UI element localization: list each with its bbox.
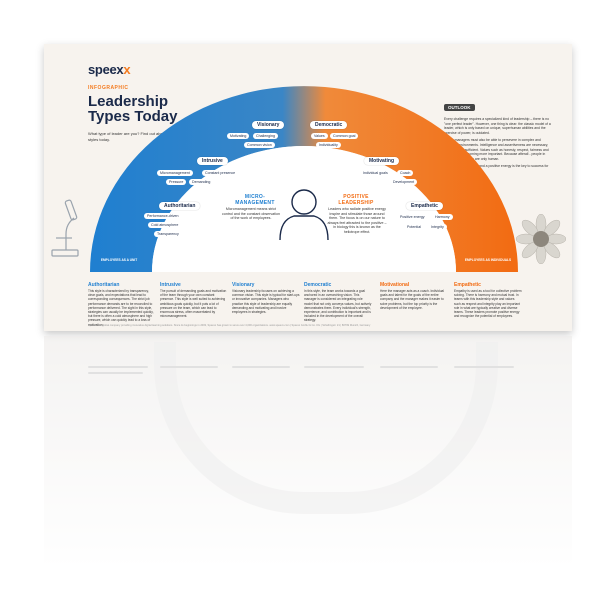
- chip-integrity: Integrity: [428, 224, 447, 230]
- type-label-intrusive: Intrusive: [197, 157, 228, 165]
- reflected-text-line: [454, 366, 514, 368]
- chip-performance-driven: Performance-driven: [144, 213, 182, 219]
- reflected-text-line: [380, 366, 438, 368]
- desc-title: Authoritarian: [88, 282, 120, 288]
- type-label-visionary: Visionary: [252, 121, 285, 129]
- reflected-text-line: [88, 366, 148, 368]
- reflected-text-line: [232, 366, 290, 368]
- micromanagement-title: MICRO-MANAGEMENT: [235, 194, 275, 206]
- speexx-logo: speexx: [88, 62, 131, 77]
- infographic-tag: INFOGRAPHIC: [88, 85, 129, 91]
- flower-illustration: [516, 214, 566, 264]
- type-label-empathetic: Empathetic: [406, 202, 443, 210]
- footer-text: Speexx is a global company providing inn…: [88, 324, 371, 327]
- chip-motivating: Motivating: [227, 133, 250, 139]
- microscope-illustration: [51, 199, 79, 257]
- inner-arc-white: [152, 146, 456, 272]
- desc-visionary: Visionary Visionary leadership focuses o…: [232, 282, 300, 314]
- chip-cold-atmosphere: Cold atmosphere: [148, 222, 182, 228]
- chip-development: Development: [390, 179, 418, 185]
- outlook-heading: OUTLOOK: [444, 104, 475, 111]
- desc-authoritarian: Authoritarian This style is characterize…: [88, 282, 156, 327]
- edge-label-right: EMPLOYEES AS INDIVIDUALS: [464, 258, 512, 262]
- type-label-motivating: Motivating: [364, 157, 399, 165]
- chip-individual-goals: Individual goals: [360, 170, 391, 176]
- chip-common-vision: Common vision: [244, 142, 275, 148]
- chip-harmony: Harmony: [432, 214, 453, 220]
- chip-micromanagement: Micromanagement: [157, 170, 193, 176]
- reflected-text-line: [304, 366, 364, 368]
- chip-individuality: Individuality: [316, 142, 341, 148]
- desc-title: Empathetic: [454, 282, 481, 288]
- chip-common-goal: Common goal: [330, 133, 359, 139]
- chip-pressure: Pressure: [166, 179, 187, 185]
- desc-intrusive: Intrusive The pursuit of demanding goals…: [160, 282, 228, 318]
- desc-text: Here the manager acts as a coach. Indivi…: [380, 289, 444, 310]
- chip-transparency: Transparency: [154, 231, 182, 237]
- page-title: Leadership Types Today: [88, 93, 178, 125]
- chip-potential: Potential: [404, 224, 424, 230]
- desc-text: In this style, the team works towards a …: [304, 289, 372, 323]
- type-label-authoritarian: Authoritarian: [159, 202, 201, 210]
- outlook-paragraph-1: Every challenge requires a specialized k…: [444, 117, 551, 135]
- type-label-democratic: Democratic: [310, 121, 348, 129]
- positive-leadership-text: Leaders who radiate positive energy insp…: [327, 207, 387, 234]
- positive-leadership-title: POSITIVE LEADERSHIP: [338, 194, 374, 206]
- micromanagement-text: Micromanagement means strict control and…: [222, 207, 280, 221]
- reflected-text-line: [88, 372, 143, 374]
- desc-motivational: Motivational Here the manager acts as a …: [380, 282, 448, 310]
- desc-title: Democratic: [304, 282, 332, 288]
- leadership-arc: [90, 86, 518, 273]
- chip-positive-energy: Positive energy: [397, 214, 428, 220]
- desc-text: This style is characterized by transpare…: [88, 289, 154, 327]
- desc-title: Visionary: [232, 282, 255, 288]
- edge-label-left: EMPLOYEES AS A UNIT: [100, 258, 138, 262]
- chip-coach: Coach: [397, 170, 414, 176]
- chip-values: Values: [311, 133, 328, 139]
- desc-text: Visionary leadership focuses on achievin…: [232, 289, 300, 315]
- desc-title: Motivational: [380, 282, 410, 288]
- desc-empathetic: Empathetic Empathy is used as a tool for…: [454, 282, 522, 318]
- chip-challenging: Challenging: [253, 133, 278, 139]
- poster-reflection: [44, 336, 572, 566]
- desc-text: The pursuit of demanding goals and motiv…: [160, 289, 227, 319]
- desc-text: Empathy is used as a tool for collective…: [454, 289, 522, 319]
- desc-democratic: Democratic In this style, the team works…: [304, 282, 372, 323]
- leadership-arc-graphic: [90, 86, 518, 273]
- infographic-poster: speexx INFOGRAPHIC Leadership Types Toda…: [44, 44, 572, 331]
- reflected-text-line: [160, 366, 218, 368]
- chip-demanding: Demanding: [189, 179, 214, 185]
- person-icon: [279, 189, 329, 241]
- intro-text: What type of leader are you? Find out ab…: [88, 131, 200, 142]
- desc-title: Intrusive: [160, 282, 181, 288]
- chip-constant-presence: Constant presence: [202, 170, 239, 176]
